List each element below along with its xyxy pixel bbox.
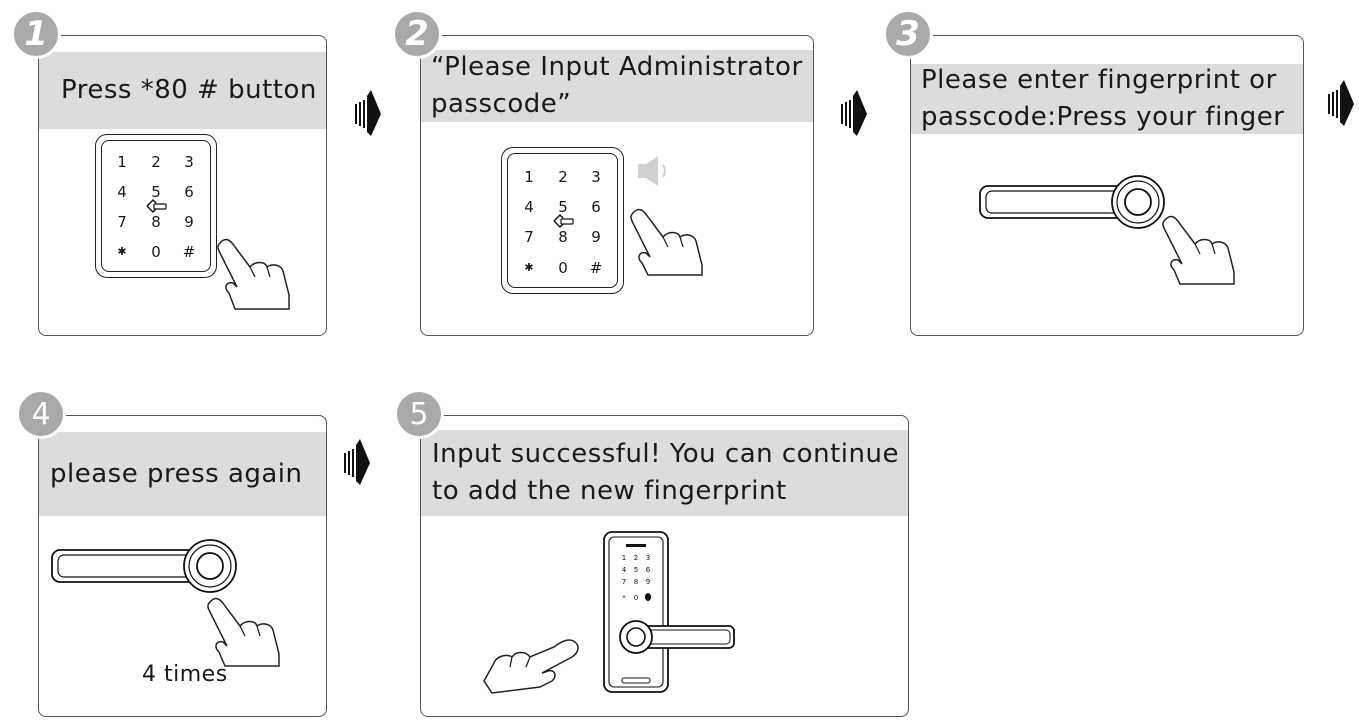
key-3: 3	[591, 168, 601, 186]
key-9: 9	[184, 213, 194, 231]
door-handle-icon	[51, 539, 237, 593]
next-step-arrow-icon	[841, 90, 867, 136]
svg-text:0: 0	[634, 594, 638, 602]
svg-text:*: *	[622, 594, 626, 602]
key-6: 6	[591, 198, 601, 216]
step-4-text: please press again	[50, 458, 303, 489]
keypad-step-2: 1 2 3 4 5 6 7 8 9 ✱ 0 #	[501, 147, 624, 294]
svg-text:4: 4	[622, 566, 627, 574]
pointing-hand-icon	[1162, 215, 1235, 285]
step-2-number: 2	[405, 14, 429, 54]
step-3-badge: 3	[883, 9, 933, 59]
key-star: ✱	[524, 261, 534, 274]
step-4-number: 4	[31, 396, 51, 432]
pointing-hand-icon	[630, 208, 703, 276]
step-2-instruction: “Please Input Administrator passcode”	[421, 50, 813, 122]
svg-text:7: 7	[622, 578, 626, 586]
step-3-instruction: Please enter fingerprint or passcode:Pre…	[911, 64, 1303, 134]
key-hash: #	[589, 259, 603, 277]
step-3-number: 3	[896, 14, 920, 54]
key-hash: #	[182, 243, 196, 261]
step-1-instruction: Press *80 # button	[39, 52, 326, 129]
svg-text:2: 2	[634, 554, 638, 562]
key-5: 5	[558, 198, 568, 216]
step-3-text: Please enter fingerprint or passcode:Pre…	[921, 65, 1285, 132]
key-7: 7	[524, 228, 534, 246]
key-8: 8	[151, 213, 161, 231]
key-1: 1	[524, 168, 534, 186]
step-1-number: 1	[24, 14, 48, 54]
speaker-icon	[638, 156, 666, 186]
key-3: 3	[184, 153, 194, 171]
step-1-badge: 1	[11, 9, 61, 59]
next-step-arrow-icon	[1328, 80, 1354, 126]
key-9: 9	[591, 228, 601, 246]
step-1-text: Press *80 # button	[61, 75, 317, 105]
svg-text:3: 3	[646, 554, 650, 562]
svg-text:6: 6	[646, 566, 651, 574]
step-5-badge: 5	[394, 389, 444, 439]
svg-text:8: 8	[634, 578, 638, 586]
svg-text:9: 9	[646, 578, 650, 586]
key-4: 4	[117, 183, 127, 201]
key-2: 2	[151, 153, 161, 171]
key-1: 1	[117, 153, 127, 171]
key-7: 7	[117, 213, 127, 231]
key-6: 6	[184, 183, 194, 201]
keypad-step-1: 1 2 3 4 5 6 7 8 9 ✱ 0 #	[95, 134, 217, 278]
key-5: 5	[151, 183, 161, 201]
step-4-instruction: please press again	[39, 432, 326, 516]
step-4-caption: 4 times	[142, 662, 228, 687]
svg-text:1: 1	[622, 554, 626, 562]
pointing-hand-icon	[483, 639, 579, 694]
key-0: 0	[558, 259, 568, 277]
next-step-arrow-icon	[355, 90, 381, 136]
card-key-icon	[553, 213, 574, 229]
step-4-badge: 4	[16, 389, 66, 439]
next-step-arrow-icon	[344, 439, 370, 485]
step-5-text: Input successful! You can continue to ad…	[432, 439, 899, 506]
pointing-hand-icon	[207, 597, 280, 667]
key-0: 0	[151, 243, 161, 261]
step-2-text: “Please Input Administrator passcode”	[431, 52, 803, 119]
card-key-icon	[146, 198, 167, 214]
key-4: 4	[524, 198, 534, 216]
step-5-number: 5	[409, 396, 429, 432]
key-2: 2	[558, 168, 568, 186]
step-5-instruction: Input successful! You can continue to ad…	[421, 430, 908, 516]
door-handle-icon	[979, 175, 1165, 229]
pointing-hand-icon	[217, 238, 290, 310]
key-8: 8	[558, 228, 568, 246]
svg-text:5: 5	[634, 566, 638, 574]
key-star: ✱	[117, 245, 127, 258]
step-2-badge: 2	[392, 9, 442, 59]
